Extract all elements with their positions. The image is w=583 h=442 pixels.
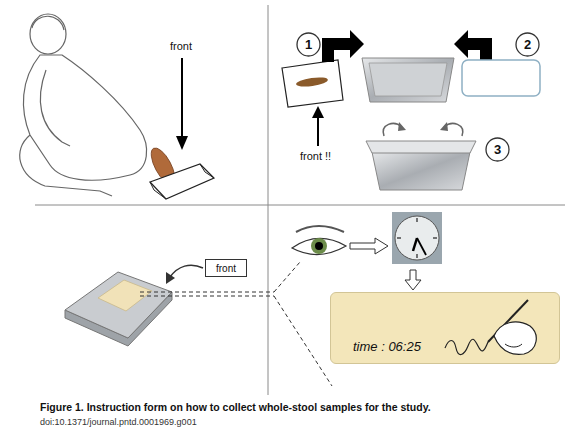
bent-arrow bbox=[322, 30, 364, 62]
arrow-head bbox=[440, 122, 448, 131]
hand bbox=[494, 322, 536, 354]
tissue-paper bbox=[282, 60, 343, 107]
arrow-head bbox=[166, 272, 175, 284]
eye-pupil bbox=[315, 242, 323, 250]
clock-frame bbox=[392, 212, 442, 264]
bent-arrow bbox=[454, 30, 492, 62]
leader-line bbox=[274, 296, 332, 386]
clock-tick bbox=[433, 237, 437, 238]
callout-number: 2 bbox=[515, 32, 540, 57]
clock-face bbox=[395, 216, 439, 260]
handwriting bbox=[445, 339, 488, 354]
front-label: front !! bbox=[300, 150, 331, 162]
eye-iris bbox=[311, 238, 327, 254]
hand-finger bbox=[505, 344, 522, 347]
hollow-arrow bbox=[405, 270, 421, 290]
stool bbox=[296, 76, 329, 88]
person-body bbox=[23, 55, 146, 180]
pen bbox=[488, 300, 528, 342]
hollow-arrow bbox=[350, 238, 388, 254]
arrow-shaft bbox=[181, 58, 183, 138]
clock-minute-hand bbox=[417, 238, 426, 255]
panel-divider bbox=[35, 205, 565, 206]
foil-tray bbox=[362, 58, 454, 102]
time-note-box: time : 06:25 bbox=[330, 292, 560, 364]
arrow-head bbox=[398, 122, 406, 131]
arrow-head bbox=[176, 136, 188, 150]
figure-caption: Figure 1. Instruction form on how to col… bbox=[40, 401, 431, 413]
front-label: front bbox=[170, 40, 192, 52]
closed-tray bbox=[65, 272, 172, 338]
callout-number: 1 bbox=[296, 32, 321, 57]
clock-hour-hand bbox=[413, 238, 417, 251]
arrow-shaft bbox=[317, 116, 319, 146]
curved-arrow bbox=[170, 265, 203, 277]
leader-line bbox=[140, 296, 274, 297]
tray-lid bbox=[462, 60, 540, 96]
callout-circle: 3 bbox=[485, 137, 510, 162]
closed-tray bbox=[372, 152, 470, 190]
eye bbox=[292, 238, 346, 254]
box-text: time : 06:25 bbox=[353, 339, 421, 354]
person-arm bbox=[40, 70, 70, 146]
clock-tick bbox=[416, 218, 417, 222]
leader-lines bbox=[140, 262, 332, 386]
tissue-fold bbox=[150, 182, 166, 199]
arrow-head bbox=[312, 106, 324, 118]
leader-line bbox=[140, 292, 274, 293]
circle-shape bbox=[297, 33, 320, 56]
callout-circle: 2 bbox=[515, 32, 540, 57]
label-box: front bbox=[205, 259, 247, 277]
callout-number: 3 bbox=[485, 137, 510, 162]
eyebrow bbox=[296, 226, 344, 232]
tray-inner bbox=[369, 63, 447, 96]
closed-lid bbox=[366, 141, 476, 153]
clock-tick bbox=[416, 254, 417, 258]
tissue-fold bbox=[200, 164, 214, 178]
person-figure bbox=[20, 14, 147, 196]
circle-shape bbox=[516, 33, 539, 56]
clock-tick bbox=[397, 237, 401, 238]
leader-line bbox=[274, 262, 300, 292]
doi-note: doi:10.1371/journal.pntd.0001969.g001 bbox=[40, 417, 197, 427]
panel-divider bbox=[268, 5, 269, 395]
person-hair bbox=[32, 16, 64, 30]
tissue-paper bbox=[150, 164, 214, 199]
box-text: front bbox=[206, 260, 246, 276]
callout-circle: 1 bbox=[296, 32, 321, 57]
clock-ticks bbox=[397, 218, 437, 258]
person-head bbox=[30, 14, 66, 54]
circle-shape bbox=[486, 138, 509, 161]
